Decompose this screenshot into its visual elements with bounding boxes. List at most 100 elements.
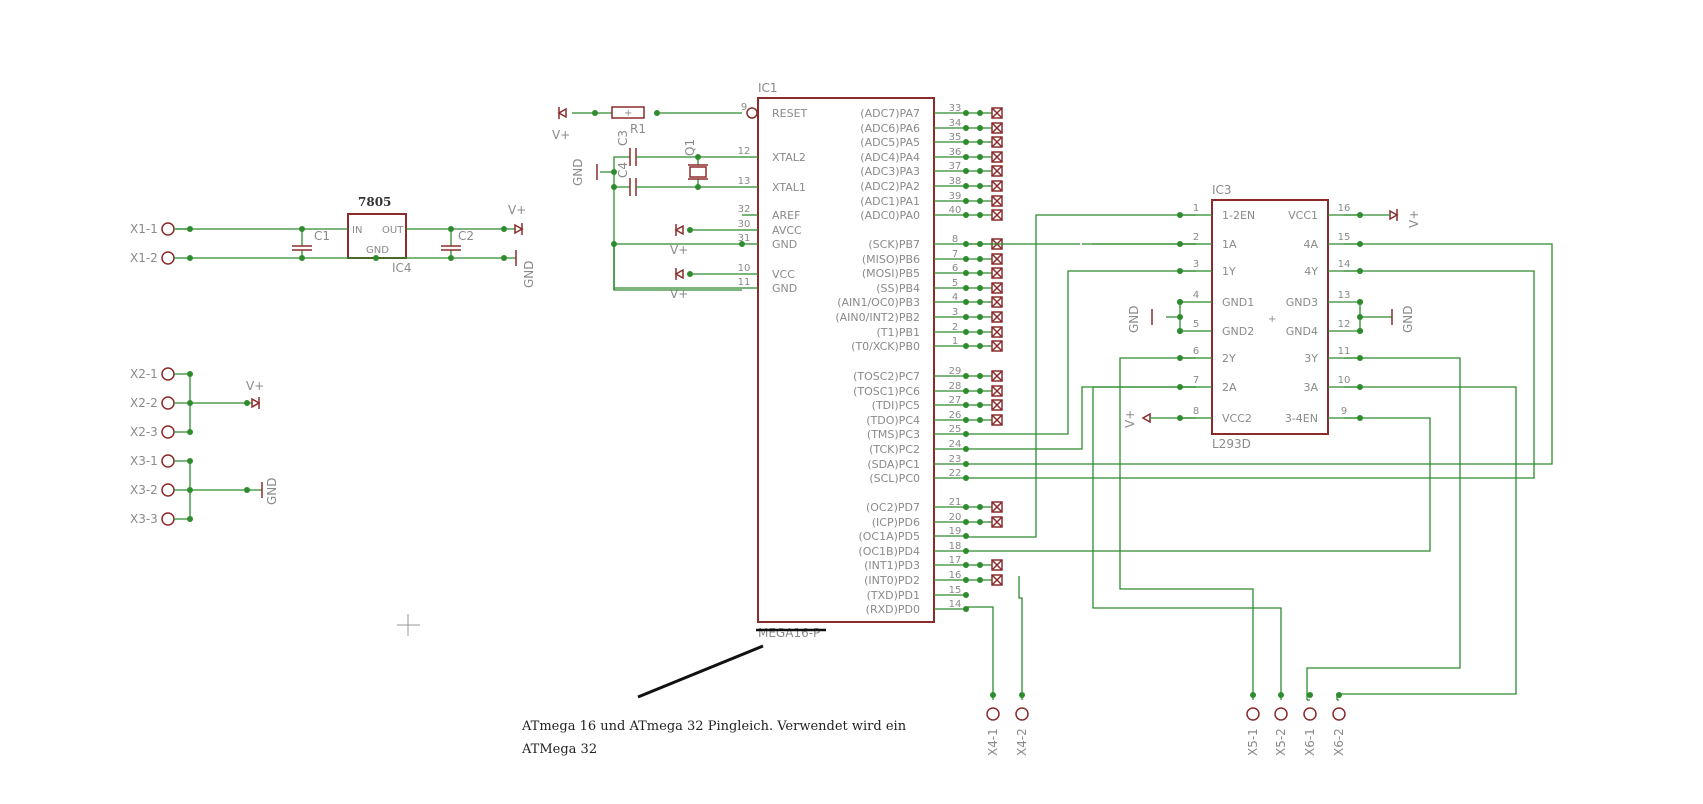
ic1-pin-number: 11 xyxy=(738,277,751,288)
x2-3-label: X2-3 xyxy=(130,425,158,439)
c2-label: C2 xyxy=(458,229,474,243)
ic4-value: 7805 xyxy=(358,195,391,209)
connector-x1: X1-1 X1-2 xyxy=(130,222,190,265)
gnd-label-xtal: GND xyxy=(571,158,585,186)
ic1-pin-label: (SCK)PB7 xyxy=(868,238,920,251)
ic3-value: L293D xyxy=(1212,437,1251,451)
motor-driver-ic3: IC3 L293D + 11-2EN21A31Y4GND15GND262Y72A… xyxy=(1123,183,1421,451)
ic1-pin-label: (TDI)PC5 xyxy=(872,399,920,412)
ic1-pin-number: 8 xyxy=(952,234,958,245)
ic1-pin-number: 35 xyxy=(949,132,962,143)
r1-resistor xyxy=(611,106,645,119)
ic3-pin-label: GND2 xyxy=(1222,325,1254,338)
ic1-pin-label: (MOSI)PB5 xyxy=(862,267,920,280)
ic1-pin-number: 15 xyxy=(949,585,962,596)
ic1-pin-label: (RXD)PD0 xyxy=(866,603,920,616)
ic1-pin-label: (TOSC2)PC7 xyxy=(853,370,920,383)
x6-2-label: X6-2 xyxy=(1332,728,1346,756)
ic1-pin-number: 6 xyxy=(952,263,958,274)
header-pin-icon xyxy=(991,399,1003,411)
header-pin-icon xyxy=(991,209,1003,221)
ic1-pin-label: (OC1B)PD4 xyxy=(858,545,920,558)
header-pin-icon xyxy=(991,136,1003,148)
x3-2-label: X3-2 xyxy=(130,483,158,497)
x3-1-label: X3-1 xyxy=(130,454,158,468)
ic1-pin-label: (ADC0)PA0 xyxy=(860,209,920,222)
header-pin-icon xyxy=(991,195,1003,207)
ic1-pin-label: (OC2)PD7 xyxy=(866,501,920,514)
ic1-pin-label: (TMS)PC3 xyxy=(867,428,920,441)
ic1-pin-label: (MISO)PB6 xyxy=(862,253,920,266)
ic1-pin-label: (ADC2)PA2 xyxy=(860,180,920,193)
ic3-pin-number: 15 xyxy=(1338,232,1351,243)
x1-2-label: X1-2 xyxy=(130,251,158,265)
header-pin-icon xyxy=(991,253,1003,265)
ic1-pin-number: 24 xyxy=(949,439,962,450)
gnd-label-ic3-left: GND xyxy=(1127,305,1141,333)
ic1-pin-number: 40 xyxy=(949,205,962,216)
ic1-pin-number: 20 xyxy=(949,512,962,523)
ic1-pin-label: (AIN1/OC0)PB3 xyxy=(837,296,920,309)
ic1-pin-number: 31 xyxy=(738,233,751,244)
gnd-label-x3: GND xyxy=(265,477,279,505)
c3-label: C3 xyxy=(616,130,630,146)
annotation: ATmega 16 und ATmega 32 Pingleich. Verwe… xyxy=(521,628,907,757)
ic1-pin-label: (AIN0/INT2)PB2 xyxy=(835,311,920,324)
vplus-label-avcc: V+ xyxy=(670,243,688,257)
ic1-pin-number: 28 xyxy=(949,381,962,392)
ic1-pin-number: 26 xyxy=(949,410,962,421)
ic3-pin-label: 1-2EN xyxy=(1222,209,1255,222)
ic1-pin-label: (ADC7)PA7 xyxy=(860,107,920,120)
ic1-pin-number: 9 xyxy=(741,102,747,113)
q1-label: Q1 xyxy=(683,139,697,156)
vplus-label-reg: V+ xyxy=(508,203,526,217)
c4-label: C4 xyxy=(616,162,630,178)
ic1-pin-label: AVCC xyxy=(772,224,802,237)
ic3-pin-number: 5 xyxy=(1193,319,1199,330)
header-pin-icon xyxy=(991,559,1003,571)
ic3-name: IC3 xyxy=(1212,183,1232,197)
ic3-pin-label: VCC1 xyxy=(1288,209,1318,222)
gnd-label-reg: GND xyxy=(522,260,536,288)
ic1-pin-label: (ADC6)PA6 xyxy=(860,122,920,135)
vplus-label-vcc: V+ xyxy=(670,287,688,301)
ic1-pin-number: 37 xyxy=(949,161,962,172)
ic1-support-circuit: + R1 V+ C3 C4 Q1 GND V+ V+ xyxy=(552,106,758,301)
header-pin-icon xyxy=(991,370,1003,382)
ic3-pin-number: 14 xyxy=(1338,259,1351,270)
ic3-pin-number: 1 xyxy=(1193,203,1199,214)
ic1-pin-label: XTAL2 xyxy=(772,151,806,164)
ic1-pin-label: (ADC1)PA1 xyxy=(860,195,920,208)
ic3-pin-number: 12 xyxy=(1338,319,1351,330)
ic1-pin-number: 39 xyxy=(949,191,962,202)
ic1-name: IC1 xyxy=(758,81,778,95)
ic3-pin-number: 11 xyxy=(1338,346,1351,357)
ic4-gnd-label: GND xyxy=(366,245,389,256)
ic1-pin-number: 25 xyxy=(949,424,962,435)
ic3-pin-number: 2 xyxy=(1193,232,1199,243)
ic1-pin-number: 17 xyxy=(949,555,962,566)
x1-1-label: X1-1 xyxy=(130,222,158,236)
ic3-pin-label: GND1 xyxy=(1222,296,1254,309)
ic1-pin-number: 1 xyxy=(952,336,958,347)
ic1-pin-number: 30 xyxy=(738,219,751,230)
ic1-pin-label: (TCK)PC2 xyxy=(869,443,920,456)
ic1-pin-number: 32 xyxy=(738,204,751,215)
x5-1-label: X5-1 xyxy=(1246,728,1260,756)
ic3-pin-label: GND4 xyxy=(1286,325,1318,338)
ic1-pin-number: 22 xyxy=(949,468,962,479)
header-pin-icon xyxy=(991,165,1003,177)
header-pin-icon xyxy=(991,311,1003,323)
ic3-pin-label: 4A xyxy=(1303,238,1318,251)
svg-text:+: + xyxy=(624,108,632,119)
ic1-pin-label: (ADC3)PA3 xyxy=(860,165,920,178)
connectors-bottom: X4-1 X4-2 X5-1 X5-2 X6-1 X6-2 xyxy=(986,692,1346,756)
ic1-pin-label: (T1)PB1 xyxy=(877,326,920,339)
ic1-pin-number: 21 xyxy=(949,497,962,508)
ic1-pin-label: (SDA)PC1 xyxy=(867,458,920,471)
